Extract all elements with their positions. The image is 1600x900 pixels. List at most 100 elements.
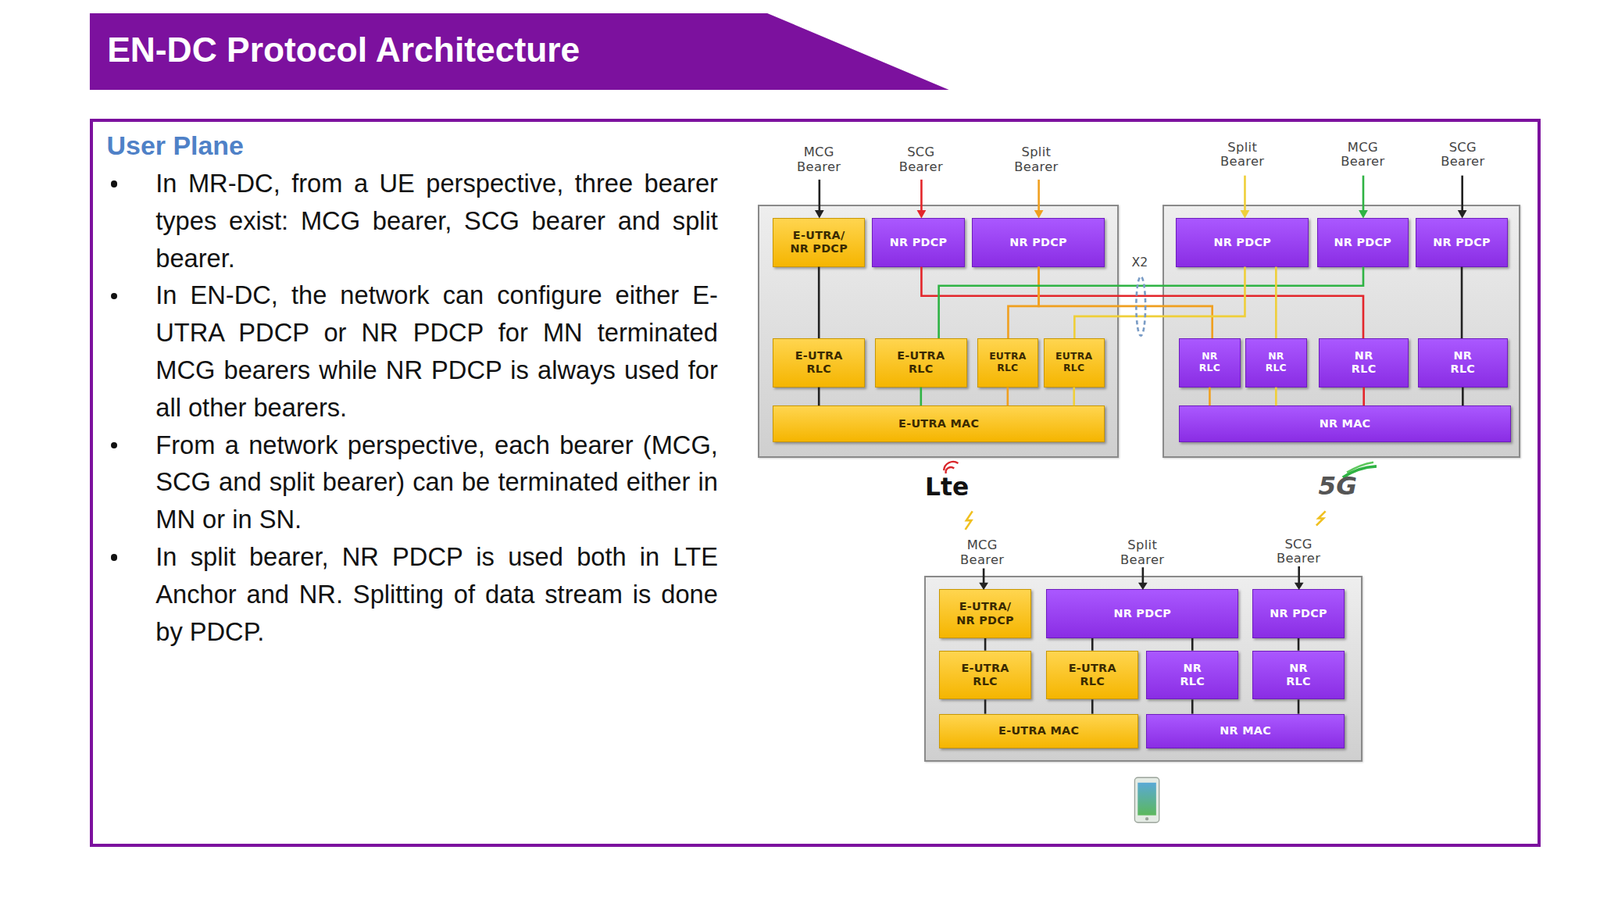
- nr-layer-box: NR PDCP: [1046, 589, 1239, 639]
- connector-line: [1007, 387, 1008, 407]
- layer-label: NR PDCP: [1009, 235, 1068, 250]
- lte-layer-box: E-UTRA MAC: [772, 405, 1104, 443]
- layer-label: E-UTRA MAC: [998, 724, 1079, 738]
- layer-label: E-UTRA RLC: [790, 349, 847, 377]
- connector-path: [1091, 699, 1094, 714]
- layer-label: E-UTRA RLC: [957, 661, 1014, 690]
- connector-path: [1275, 267, 1278, 339]
- section-heading: User Plane: [107, 130, 244, 161]
- nr-layer-box: NR RLC: [1417, 338, 1508, 388]
- nr-layer-box: NR MAC: [1146, 714, 1344, 749]
- bullet-list: In MR-DC, from a UE perspective, three b…: [155, 164, 718, 650]
- layer-label: NR RLC: [1260, 350, 1292, 375]
- connector-path: [921, 267, 1364, 339]
- nr-layer-box: NR PDCP: [1317, 217, 1410, 268]
- nr-layer-box: NR RLC: [1245, 338, 1307, 388]
- nr-layer-box: NR RLC: [1178, 338, 1240, 388]
- connector-path: [1191, 638, 1194, 651]
- connector-path: [1461, 387, 1465, 407]
- layer-label: NR PDCP: [1432, 235, 1491, 250]
- connector-line: [1363, 387, 1365, 407]
- lte-layer-box: E-UTRA RLC: [875, 338, 968, 388]
- layer-label: E-UTRA/ NR PDCP: [782, 228, 856, 257]
- bearer-label: SCG Bearer: [1261, 537, 1336, 568]
- connector-line: [818, 267, 820, 339]
- layer-label: NR PDCP: [889, 235, 948, 250]
- layer-label: EUTRA RLC: [1053, 350, 1095, 375]
- network-node-box: Split BearerMCG BearerSCG BearerNR PDCPN…: [1162, 204, 1520, 458]
- bullet-item: In split bearer, NR PDCP is used both in…: [155, 538, 718, 650]
- connector-line: [1039, 267, 1213, 339]
- nr-layer-box: NR RLC: [1318, 338, 1409, 388]
- 5g-logo-text: 5G: [1286, 471, 1390, 502]
- layer-label: NR RLC: [1446, 349, 1479, 377]
- lte-layer-box: E-UTRA/ NR PDCP: [772, 217, 865, 268]
- layer-label: E-UTRA MAC: [898, 417, 979, 431]
- connector-path: [1275, 387, 1278, 407]
- nr-layer-box: NR PDCP: [871, 217, 965, 268]
- bullet-text: In EN-DC, the network can configure eith…: [155, 276, 718, 426]
- layer-label: NR PDCP: [1213, 235, 1272, 250]
- banner-line: [943, 89, 1097, 92]
- nr-layer-box: NR PDCP: [1175, 217, 1309, 268]
- bullet-text: In split bearer, NR PDCP is used both in…: [155, 538, 718, 650]
- layer-label: NR RLC: [1282, 661, 1315, 690]
- connector-line: [1074, 267, 1245, 339]
- bearer-label: SCG Bearer: [884, 145, 958, 175]
- connector-line: [1209, 387, 1211, 407]
- bullet-text: In MR-DC, from a UE perspective, three b…: [155, 164, 718, 277]
- banner-shape: [89, 13, 950, 90]
- connector-line: [1297, 638, 1299, 651]
- lte-layer-box: EUTRA RLC: [977, 338, 1039, 388]
- layer-label: EUTRA RLC: [987, 350, 1029, 375]
- connector-line: [984, 699, 986, 714]
- lte-layer-box: EUTRA RLC: [1043, 338, 1105, 388]
- nr-layer-box: NR PDCP: [1252, 589, 1345, 639]
- bullet-item: In EN-DC, the network can configure eith…: [155, 276, 718, 426]
- lte-layer-box: E-UTRA MAC: [939, 714, 1139, 749]
- bullet-item: From a network perspective, each bearer …: [155, 426, 718, 539]
- layer-label: NR RLC: [1347, 349, 1381, 377]
- connector-path: [984, 699, 987, 714]
- bullet-dot: [110, 292, 118, 300]
- bearer-label: Split Bearer: [1205, 140, 1279, 171]
- page-title: EN-DC Protocol Architecture: [107, 31, 580, 70]
- nr-layer-box: NR PDCP: [1415, 217, 1508, 268]
- connector-line: [1460, 267, 1462, 339]
- connector-line: [1462, 387, 1464, 407]
- lte-layer-box: E-UTRA RLC: [1046, 650, 1139, 700]
- bullet-dot: [110, 180, 118, 187]
- lte-layer-box: E-UTRA RLC: [939, 650, 1032, 700]
- layer-label: NR RLC: [1175, 661, 1209, 690]
- bearer-label: Split Bearer: [999, 145, 1073, 175]
- connector-path: [1460, 267, 1464, 339]
- connector-line: [1092, 638, 1093, 651]
- connector-path: [1074, 267, 1245, 339]
- layer-label: NR MAC: [1319, 417, 1372, 431]
- layer-label: NR RLC: [1194, 350, 1225, 375]
- connector-line: [1192, 699, 1193, 714]
- bullet-dot: [110, 553, 118, 561]
- layer-label: NR PDCP: [1334, 235, 1393, 250]
- connector-line: [1073, 387, 1075, 407]
- bullet-dot: [110, 442, 118, 449]
- bearer-label: MCG Bearer: [1325, 140, 1400, 171]
- connector-path: [817, 387, 821, 407]
- connector-line: [984, 638, 986, 651]
- layer-label: NR MAC: [1219, 724, 1272, 738]
- lte-logo-text: Lte: [896, 472, 999, 503]
- connector-line: [1192, 638, 1193, 651]
- layer-label: NR PDCP: [1113, 607, 1172, 621]
- connector-path: [1072, 387, 1075, 407]
- layer-label: NR PDCP: [1269, 607, 1328, 621]
- connector-line: [920, 387, 922, 407]
- network-node-box: MCG BearerSplit BearerSCG BearerE-UTRA/ …: [924, 575, 1364, 762]
- bearer-label: SCG Bearer: [1425, 140, 1500, 171]
- connector-line: [921, 267, 1364, 339]
- bearer-label: MCG Bearer: [782, 145, 856, 175]
- connector-line: [1275, 387, 1277, 407]
- connector-path: [1007, 267, 1039, 339]
- layer-label: E-UTRA RLC: [892, 349, 950, 377]
- interface-label: X2: [1089, 255, 1192, 271]
